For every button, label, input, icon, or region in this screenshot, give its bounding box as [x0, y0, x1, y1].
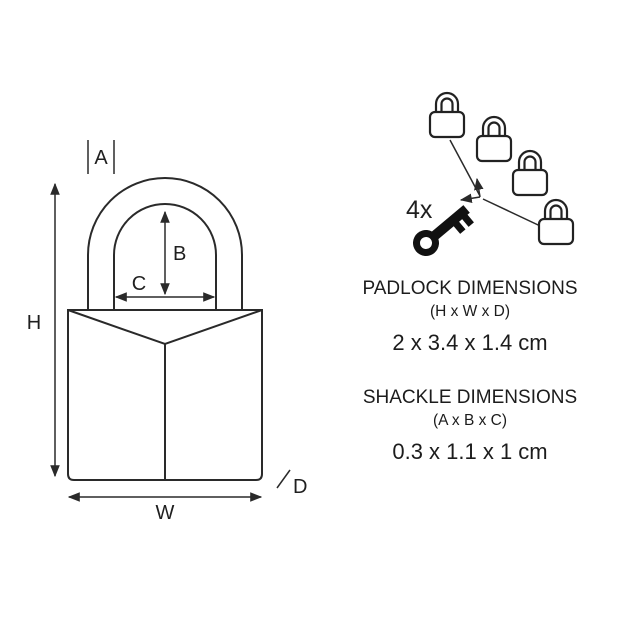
multipack-cluster: 4x	[406, 91, 575, 256]
mini-padlock-icon-1	[428, 91, 466, 139]
quantity-label: 4x	[406, 196, 433, 224]
shackle-dimensions-heading: SHACKLE DIMENSIONS	[362, 386, 578, 408]
shackle-outer-outline	[87, 177, 243, 310]
dim-d-slash	[276, 469, 291, 489]
pointer-line-upper	[449, 139, 481, 197]
pointer-arrow-up	[474, 177, 484, 198]
padlock-body-outline	[67, 309, 263, 481]
padlock-dimensions-formula: (H x W x D)	[429, 302, 511, 320]
pointer-arrow-left	[459, 193, 481, 204]
shackle-dimensions-formula: (A x B x C)	[432, 411, 508, 429]
shackle-inner-outline	[113, 203, 217, 310]
padlock-body-top-notch	[67, 309, 263, 346]
spec-text-panel: PADLOCK DIMENSIONS (H x W x D) 2 x 3.4 x…	[348, 278, 592, 465]
dim-label-h: H	[27, 312, 41, 334]
mini-padlock-icon-3	[511, 149, 549, 197]
padlock-dimensions-value: 2 x 3.4 x 1.4 cm	[392, 329, 548, 355]
mini-padlocks	[428, 91, 575, 246]
main-padlock-drawing	[67, 177, 263, 481]
dim-label-c: C	[132, 273, 146, 295]
dim-label-d: D	[293, 476, 307, 498]
dim-label-w: W	[156, 502, 175, 524]
dim-label-a: A	[94, 147, 108, 169]
padlock-dimensions-block: PADLOCK DIMENSIONS (H x W x D) 2 x 3.4 x…	[348, 278, 592, 356]
shackle-dimensions-block: SHACKLE DIMENSIONS (A x B x C) 0.3 x 1.1…	[348, 387, 592, 465]
dim-label-b: B	[173, 243, 186, 265]
dimension-marks	[50, 140, 291, 502]
mini-padlock-icon-4	[537, 198, 575, 246]
padlock-dimensions-heading: PADLOCK DIMENSIONS	[362, 278, 578, 299]
mini-padlock-icon-2	[475, 115, 513, 163]
shackle-dimensions-value: 0.3 x 1.1 x 1 cm	[392, 438, 548, 464]
key-icon	[413, 205, 474, 256]
